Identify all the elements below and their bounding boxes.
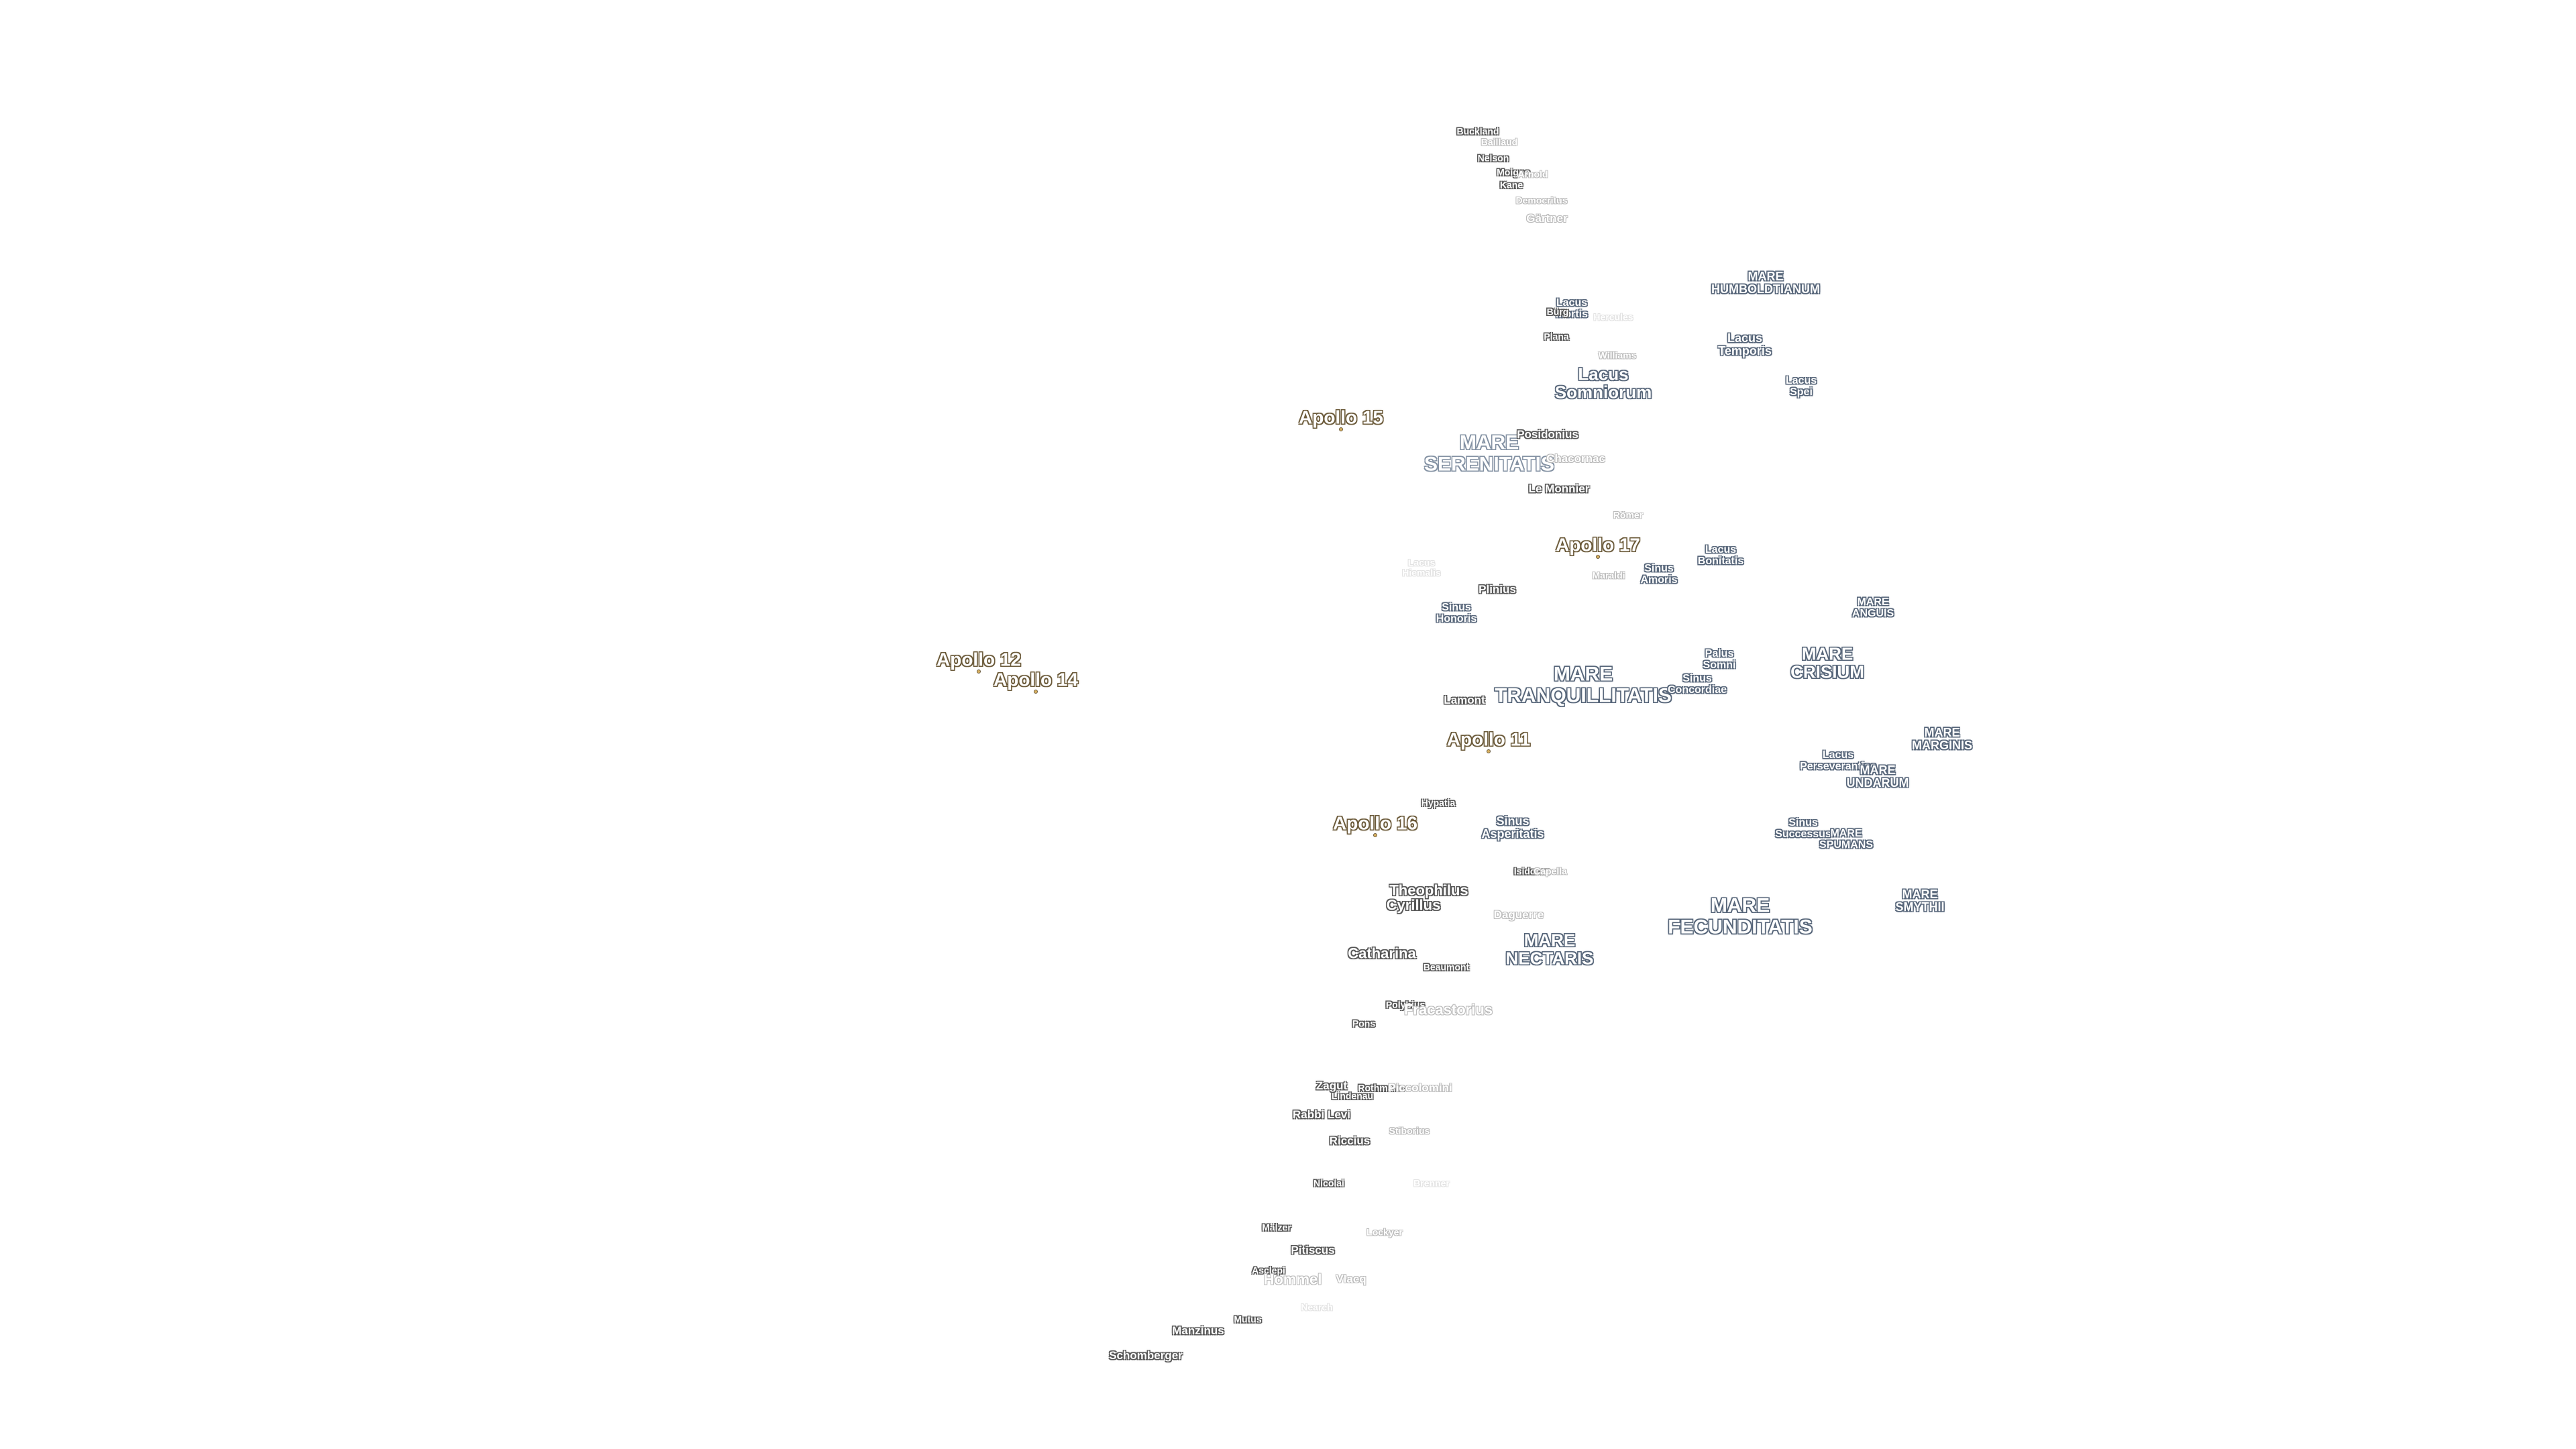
crater-hypatia-label: Hypatia	[1421, 797, 1456, 808]
crater-buckland-label: Buckland	[1456, 125, 1499, 137]
crater-nicolai-label: Nicolai	[1313, 1177, 1344, 1189]
crater-hommel-label: Hommel	[1263, 1271, 1322, 1288]
crater-schomberger-label: Schomberger	[1109, 1349, 1183, 1362]
crater-pons-label: Pons	[1352, 1018, 1376, 1029]
crater-cyrillus-label: Cyrillus	[1386, 896, 1441, 914]
crater-capella-label: Capella	[1534, 865, 1567, 877]
apollo-17-label[interactable]: Apollo 17	[1555, 534, 1641, 555]
apollo-14-marker[interactable]	[1034, 690, 1038, 694]
crater-mutus-label: Mutus	[1234, 1313, 1262, 1325]
crater-rabbi-levi-label: Rabbi Levi	[1293, 1108, 1350, 1122]
crater-rothmann-label: Rothmann	[1358, 1082, 1405, 1093]
crater-hercules-label: Hercules	[1593, 311, 1633, 323]
crater-lockyer-label: Lockyer	[1366, 1226, 1403, 1238]
crater-fracastorius-label: Fracastorius	[1403, 1001, 1493, 1018]
crater-malzer-label: Mälzer	[1262, 1222, 1291, 1233]
crater-lamont-label: Lamont	[1444, 694, 1485, 707]
crater-kane-label: Kane	[1499, 179, 1523, 191]
crater-nearch-label: Nearch	[1301, 1301, 1333, 1313]
crater-gartner-label: Gärtner	[1526, 212, 1568, 225]
apollo-12-marker[interactable]	[977, 669, 981, 674]
crater-riccius-label: Riccius	[1329, 1134, 1371, 1148]
crater-arnold-label: Arnold	[1517, 168, 1548, 180]
crater-polybius-label: Polybius	[1385, 999, 1426, 1010]
crater-asclepi-label: Asclepi	[1252, 1265, 1285, 1276]
crater-manzinus-label: Manzinus	[1172, 1324, 1224, 1338]
crater-democritus-label: Democritus	[1515, 195, 1568, 206]
crater-zagut-label: Zagut	[1316, 1079, 1348, 1093]
crater-plinius-label: Plinius	[1479, 583, 1516, 596]
apollo-14-label[interactable]: Apollo 14	[993, 669, 1079, 690]
crater-baillaud-label: Baillaud	[1481, 136, 1518, 148]
crater-beaumont-label: Beaumont	[1423, 961, 1470, 973]
crater-le-monnier-label: Le Monnier	[1528, 482, 1590, 496]
crater-lindenau-label: Lindenau	[1331, 1090, 1374, 1102]
crater-vlacq-label: Vlacq	[1336, 1273, 1366, 1286]
crater-maraldi-label: Maraldi	[1592, 570, 1625, 581]
crater-plana-label: Plana	[1544, 331, 1569, 342]
apollo-11-marker[interactable]	[1487, 749, 1491, 753]
crater-posidonius-label: Posidonius	[1517, 428, 1578, 441]
apollo-15-marker[interactable]	[1339, 427, 1343, 431]
crater-daguerre-label: Daguerre	[1493, 908, 1544, 922]
crater-moigno-label: Moigno	[1497, 166, 1530, 178]
crater-pitiscus-label: Pitiscus	[1291, 1244, 1335, 1257]
crater-nelson-label: Nelson	[1477, 152, 1509, 164]
apollo-15-label[interactable]: Apollo 15	[1298, 407, 1384, 428]
crater-romer-label: Römer	[1613, 509, 1644, 521]
crater-brenner-label: Brenner	[1413, 1177, 1450, 1189]
crater-williams-label: Williams	[1598, 350, 1637, 361]
crater-isidorus-label: Isidorus	[1513, 865, 1551, 877]
crater-stiborius-label: Stiborius	[1389, 1125, 1430, 1136]
apollo-16-label[interactable]: Apollo 16	[1332, 812, 1418, 834]
crater-burg-label: Bürg	[1546, 306, 1569, 317]
apollo-17-marker[interactable]	[1596, 555, 1600, 559]
crater-piccolomini-label: Piccolomini	[1388, 1081, 1452, 1095]
crater-theophilus-label: Theophilus	[1389, 881, 1468, 899]
crater-chacornac-label: Chacornac	[1546, 452, 1605, 466]
crater-catharina-label: Catharina	[1348, 945, 1416, 962]
apollo-16-marker[interactable]	[1373, 833, 1377, 837]
apollo-11-label[interactable]: Apollo 11	[1446, 729, 1531, 750]
apollo-12-label[interactable]: Apollo 12	[936, 649, 1022, 670]
